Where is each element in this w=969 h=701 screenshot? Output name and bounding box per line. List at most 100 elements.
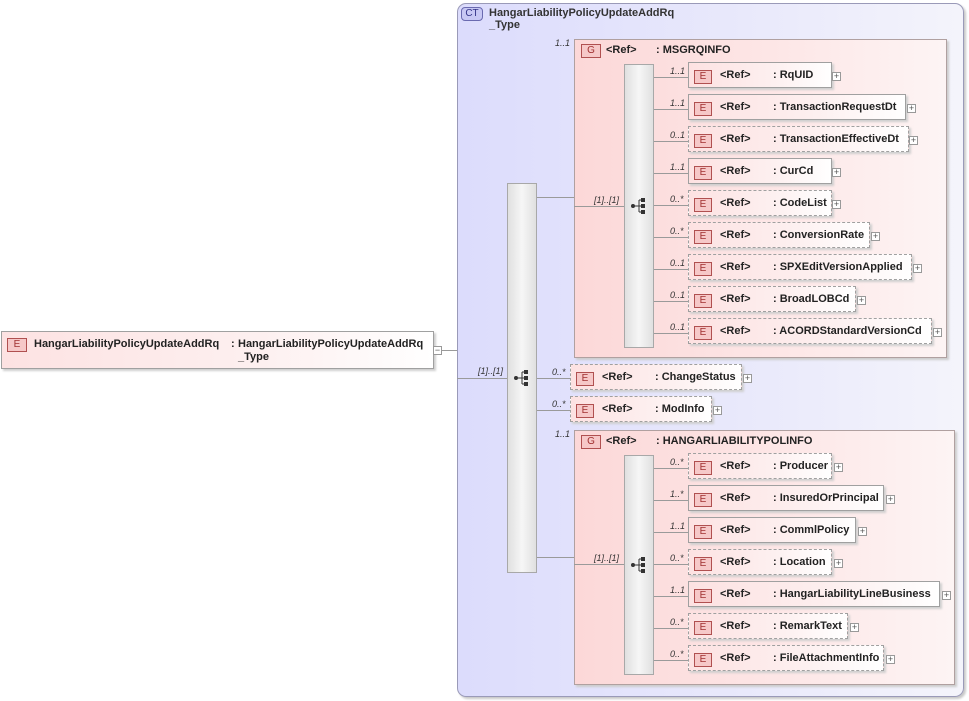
element-name: : RqUID (773, 69, 814, 81)
element-name: : Producer (773, 460, 829, 472)
collapse-icon[interactable]: − (433, 345, 442, 355)
expand-icon[interactable]: + (832, 199, 841, 209)
element-cardinality: 0..* (552, 367, 566, 377)
element-conversionrate[interactable]: E <Ref> : ConversionRate (688, 222, 870, 248)
expand-icon[interactable]: + (850, 622, 859, 632)
group-badge: G (581, 44, 601, 58)
element-ref: <Ref> (720, 133, 751, 145)
element-ref: <Ref> (720, 524, 751, 536)
expand-icon[interactable]: + (907, 103, 916, 113)
element-badge: E (694, 653, 712, 667)
complex-type-badge: CT (461, 7, 483, 21)
element-name: : InsuredOrPrincipal (773, 492, 879, 504)
element-ref: <Ref> (720, 588, 751, 600)
element-rquid[interactable]: E <Ref> : RqUID (688, 62, 832, 88)
expand-icon[interactable]: + (743, 373, 752, 383)
element-name: : HangarLiabilityLineBusiness (773, 588, 931, 600)
sequence-icon (631, 557, 645, 573)
connector (654, 77, 688, 78)
connector (654, 333, 688, 334)
element-changestatus[interactable]: E <Ref> : ChangeStatus (570, 364, 742, 390)
element-badge: E (694, 294, 712, 308)
connector (654, 596, 688, 597)
element-cardinality: 0..* (670, 617, 684, 627)
expand-icon[interactable]: + (858, 526, 867, 536)
element-producer[interactable]: E <Ref> : Producer (688, 453, 832, 479)
element-ref: <Ref> (602, 371, 633, 383)
element-badge: E (694, 70, 712, 84)
element-remarktext[interactable]: E <Ref> : RemarkText (688, 613, 848, 639)
connector (537, 410, 570, 411)
expand-icon[interactable]: + (871, 231, 880, 241)
root-element[interactable]: E HangarLiabilityPolicyUpdateAddRq : Han… (1, 331, 434, 369)
element-transactioneffectivedt[interactable]: E <Ref> : TransactionEffectiveDt (688, 126, 909, 152)
expand-icon[interactable]: + (834, 462, 843, 472)
element-ref: <Ref> (720, 620, 751, 632)
expand-icon[interactable]: + (942, 590, 951, 600)
connector (457, 378, 507, 379)
element-location[interactable]: E <Ref> : Location (688, 549, 832, 575)
expand-icon[interactable]: + (913, 263, 922, 273)
element-insuredorprincipal[interactable]: E <Ref> : InsuredOrPrincipal (688, 485, 884, 511)
expand-icon[interactable]: + (832, 167, 841, 177)
element-badge: E (576, 404, 594, 418)
expand-icon[interactable]: + (832, 71, 841, 81)
element-badge: E (694, 589, 712, 603)
root-element-sep: : (231, 338, 235, 350)
element-codelist[interactable]: E <Ref> : CodeList (688, 190, 832, 216)
element-cardinality: 1..1 (670, 66, 686, 76)
element-badge: E (694, 493, 712, 507)
element-hangarliabilitylinebusiness[interactable]: E <Ref> : HangarLiabilityLineBusiness (688, 581, 940, 607)
element-badge: E (694, 525, 712, 539)
connector (654, 269, 688, 270)
expand-icon[interactable]: + (886, 654, 895, 664)
element-badge: E (694, 166, 712, 180)
connector (537, 197, 574, 198)
group-name: : HANGARLIABILITYPOLINFO (656, 435, 813, 447)
connector (654, 205, 688, 206)
expand-icon[interactable]: + (857, 295, 866, 305)
element-name: : RemarkText (773, 620, 842, 632)
element-badge: E (694, 326, 712, 340)
connector (574, 564, 624, 565)
connector (654, 500, 688, 501)
element-cardinality: 0..* (670, 194, 684, 204)
element-ref: <Ref> (720, 165, 751, 177)
root-element-type: HangarLiabilityPolicyUpdateAddRq (238, 338, 424, 350)
complex-type-title-suffix: _Type (489, 19, 520, 31)
group-ref: <Ref> (606, 435, 637, 447)
element-cardinality: 0..1 (670, 322, 686, 332)
expand-icon[interactable]: + (933, 327, 942, 337)
expand-icon[interactable]: + (886, 494, 895, 504)
group-ref: <Ref> (606, 44, 637, 56)
element-name: : TransactionEffectiveDt (773, 133, 899, 145)
element-transactionrequestdt[interactable]: E <Ref> : TransactionRequestDt (688, 94, 906, 120)
element-badge: E (576, 372, 594, 386)
expand-icon[interactable]: + (909, 135, 918, 145)
element-badge: E (694, 461, 712, 475)
element-cardinality: 1..* (670, 489, 684, 499)
element-curcd[interactable]: E <Ref> : CurCd (688, 158, 832, 184)
expand-icon[interactable]: + (834, 558, 843, 568)
element-name: : CommlPolicy (773, 524, 850, 536)
connector (654, 141, 688, 142)
element-name: : SPXEditVersionApplied (773, 261, 903, 273)
element-cardinality: 1..1 (670, 521, 686, 531)
expand-icon[interactable]: + (713, 405, 722, 415)
element-cardinality: 0..1 (670, 130, 686, 140)
element-name: : ChangeStatus (655, 371, 736, 383)
element-cardinality: 0..1 (670, 258, 686, 268)
group-sequence-cardinality: [1]..[1] (594, 553, 620, 563)
outer-sequence-cardinality: [1]..[1] (478, 366, 504, 376)
element-broadlobcd[interactable]: E <Ref> : BroadLOBCd (688, 286, 856, 312)
connector (537, 557, 574, 558)
element-ref: <Ref> (720, 101, 751, 113)
element-acordstandardversioncd[interactable]: E <Ref> : ACORDStandardVersionCd (688, 318, 932, 344)
element-modinfo[interactable]: E <Ref> : ModInfo (570, 396, 712, 422)
element-badge: E (7, 338, 27, 352)
connector (654, 173, 688, 174)
element-fileattachmentinfo[interactable]: E <Ref> : FileAttachmentInfo (688, 645, 884, 671)
element-commlpolicy[interactable]: E <Ref> : CommlPolicy (688, 517, 856, 543)
element-badge: E (694, 102, 712, 116)
element-spxeditversionapplied[interactable]: E <Ref> : SPXEditVersionApplied (688, 254, 912, 280)
